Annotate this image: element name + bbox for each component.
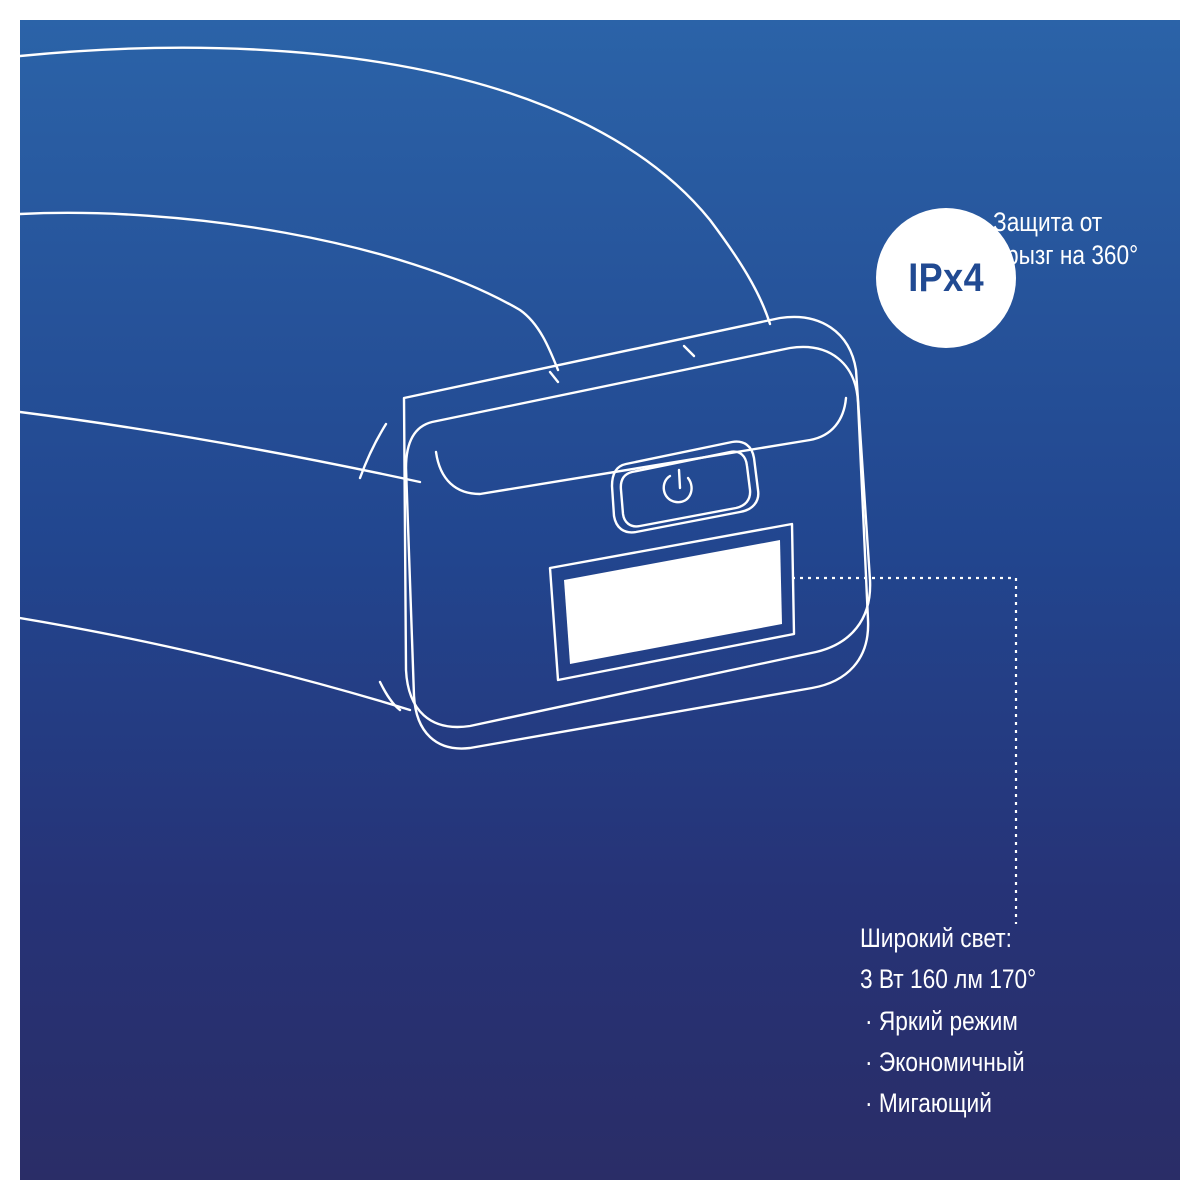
protection-line-1: Защита от	[993, 207, 1103, 237]
power-button	[610, 440, 760, 534]
light-title: Широкий свет:	[860, 923, 1012, 953]
headband-top-edge	[20, 46, 772, 326]
headband-left-edge	[20, 410, 422, 484]
protection-note: Защита от брызг на 360°	[993, 206, 1138, 272]
product-illustration: IPx4	[20, 20, 1180, 1180]
mode-eco: Экономичный	[860, 1042, 1036, 1083]
lens-window	[564, 540, 782, 664]
lamp-housing-back	[402, 315, 872, 729]
callout-leader	[792, 576, 1018, 924]
lamp-housing-front	[404, 345, 870, 750]
light-spec: 3 Вт 160 лм 170°	[860, 964, 1037, 995]
lens-window-frame	[548, 522, 796, 682]
protection-line-2: брызг на 360°	[993, 239, 1139, 270]
headband-inner-edge	[20, 211, 560, 372]
headband-bottom-edge	[20, 616, 412, 712]
headlamp-line-drawing	[20, 46, 1018, 924]
mode-blink: Мигающий	[860, 1083, 1036, 1124]
ipx4-label: IPx4	[908, 255, 984, 300]
light-spec-note: Широкий свет: 3 Вт 160 лм 170° Яркий реж…	[860, 918, 1036, 1124]
ipx4-badge: IPx4	[876, 208, 1016, 348]
mode-bright: Яркий режим	[860, 1001, 1036, 1042]
power-icon	[662, 468, 693, 504]
